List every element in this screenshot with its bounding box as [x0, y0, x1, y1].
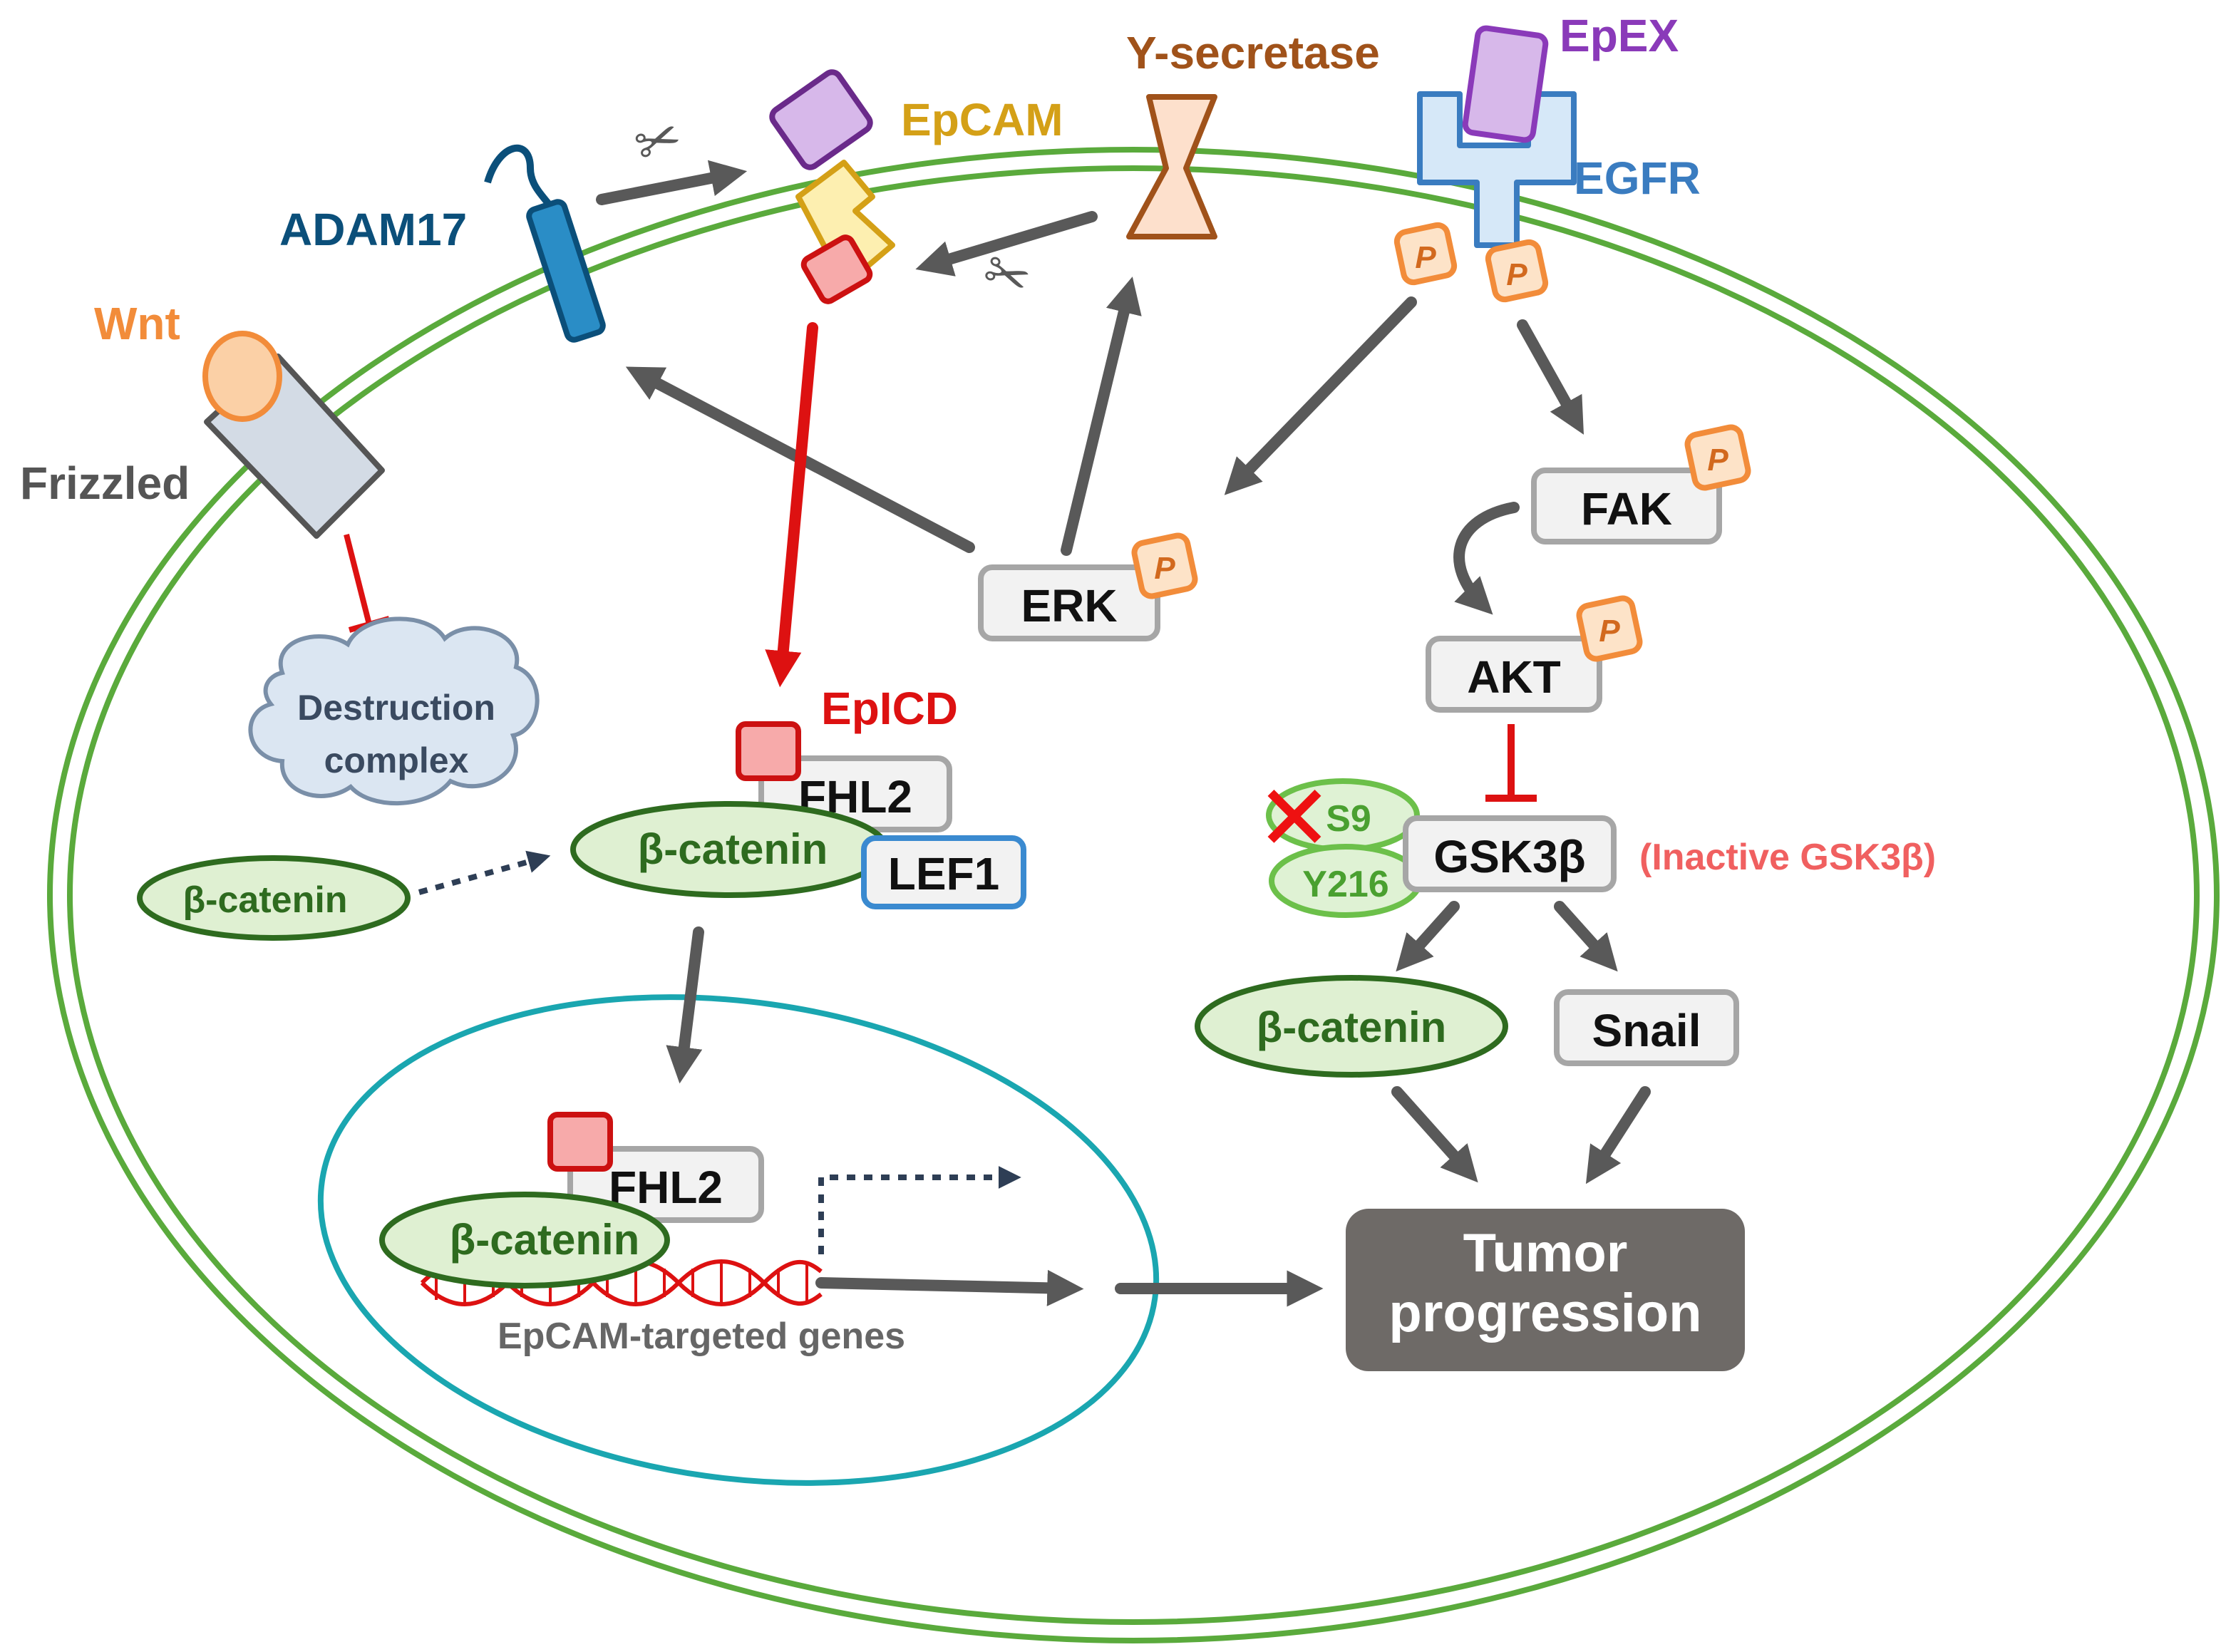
- beta-catenin-cytoplasm-left: [137, 855, 411, 941]
- arrow-gsk3b-to-beta-catenin: [1396, 901, 1460, 972]
- destruction-complex-label-1: Destruction: [297, 688, 495, 728]
- arrow-snail-to-tumor: [1585, 1086, 1651, 1184]
- arrow-transcription-start: [818, 1166, 1021, 1254]
- cell-membrane-inner: [67, 165, 2200, 1625]
- arrow-adam17-to-epcam: [596, 160, 748, 205]
- arrow-genes-out: [815, 1269, 1084, 1306]
- epcam-label: EpCAM: [901, 94, 1063, 145]
- arrow-fak-to-akt: [1453, 502, 1520, 615]
- inactive-gsk3b-label: (Inactive GSK3β): [1639, 837, 1936, 878]
- tumor-progression-line2: progression: [1388, 1283, 1701, 1343]
- snail-node: [1554, 989, 1739, 1066]
- epicd-label: EpICD: [821, 683, 958, 734]
- beta-catenin-nucleus: [379, 1192, 670, 1289]
- arrow-secretase-to-epcam: [915, 211, 1098, 277]
- inhibit-gsk3b: [1485, 724, 1537, 802]
- arrow-gsk3b-to-snail: [1554, 901, 1618, 972]
- epicd-cytoplasm: [736, 721, 801, 781]
- adam17-protein: [526, 199, 606, 343]
- svg-text:P: P: [1154, 551, 1175, 586]
- snail-label: Snail: [1592, 1005, 1701, 1056]
- fhl2-nucleus-label: FHL2: [609, 1162, 723, 1213]
- s9-label: S9: [1326, 798, 1371, 840]
- svg-text:P: P: [1506, 257, 1527, 292]
- erk-label: ERK: [1021, 580, 1117, 631]
- beta-catenin-left-label: β-catenin: [182, 879, 347, 921]
- svg-text:P: P: [1707, 443, 1728, 477]
- y216-label: Y216: [1302, 864, 1388, 905]
- fak-label: FAK: [1581, 483, 1672, 535]
- adam17-label: ADAM17: [279, 204, 467, 255]
- scissors-icon-adam17: ✂: [627, 105, 690, 178]
- epex-label: EpEX: [1560, 10, 1679, 61]
- akt-phospho: P: [1576, 595, 1643, 662]
- epicd-nucleus: [547, 1112, 613, 1172]
- cell-membrane-outer: [47, 147, 2220, 1643]
- inhibit-destruction-complex: [344, 534, 391, 633]
- beta-catenin-nucleus-label: β-catenin: [450, 1216, 640, 1264]
- y-secretase-label: Y-secretase: [1126, 27, 1380, 78]
- lef1-node: [861, 835, 1026, 909]
- beta-catenin-cytoplasm-right: [1195, 975, 1508, 1078]
- tumor-progression-line1: Tumor: [1463, 1223, 1628, 1284]
- akt-label: AKT: [1467, 651, 1561, 703]
- arrow-erk-to-secretase: [1061, 277, 1142, 556]
- tumor-progression-box: [1346, 1209, 1745, 1371]
- epex-ligand: [1462, 25, 1549, 143]
- arrow-egfr-to-fak: [1517, 319, 1584, 435]
- frizzled-label: Frizzled: [20, 458, 190, 509]
- destruction-complex-label-2: complex: [324, 740, 469, 780]
- s9-inactivation-cross-icon: ✕: [1256, 768, 1332, 869]
- epcam-extracellular-domain: [769, 69, 873, 170]
- egfr-phospho-2: P: [1485, 239, 1549, 303]
- akt-node: [1426, 636, 1602, 713]
- svg-text:P: P: [1415, 240, 1436, 275]
- arrow-beta-catenin-to-tumor: [1391, 1086, 1478, 1183]
- beta-catenin-complex-label: β-catenin: [638, 825, 828, 873]
- destruction-complex-cloud: [248, 616, 540, 805]
- adam17-tail: [484, 144, 560, 216]
- lef1-label: LEF1: [888, 848, 999, 899]
- beta-catenin-right-label: β-catenin: [1257, 1003, 1447, 1051]
- erk-node: [978, 564, 1160, 641]
- y-secretase-protein: [1126, 94, 1217, 239]
- arrow-complex-to-nucleus: [666, 926, 704, 1084]
- erk-phospho: P: [1131, 532, 1198, 599]
- epcam-intracellular-domain: [800, 234, 873, 304]
- arrow-egfr-to-erk: [1224, 296, 1417, 495]
- fak-node: [1531, 468, 1722, 544]
- epcam-targeted-genes-label: EpCAM-targeted genes: [498, 1316, 905, 1357]
- nucleus: [317, 994, 1160, 1486]
- gsk3b-node: [1403, 815, 1617, 892]
- arrow-epcam-to-epicd: [765, 322, 818, 688]
- wnt-ligand: [202, 331, 282, 422]
- svg-text:P: P: [1599, 614, 1620, 649]
- arrow-beta-catenin-translocation: [418, 850, 551, 895]
- gsk3b-label: GSK3β: [1433, 831, 1585, 882]
- egfr-phospho-1: P: [1393, 222, 1458, 286]
- fhl2-nucleus-node: [567, 1146, 764, 1223]
- fak-phospho: P: [1684, 424, 1751, 491]
- wnt-label: Wnt: [94, 298, 180, 349]
- egfr-label: EGFR: [1574, 153, 1701, 204]
